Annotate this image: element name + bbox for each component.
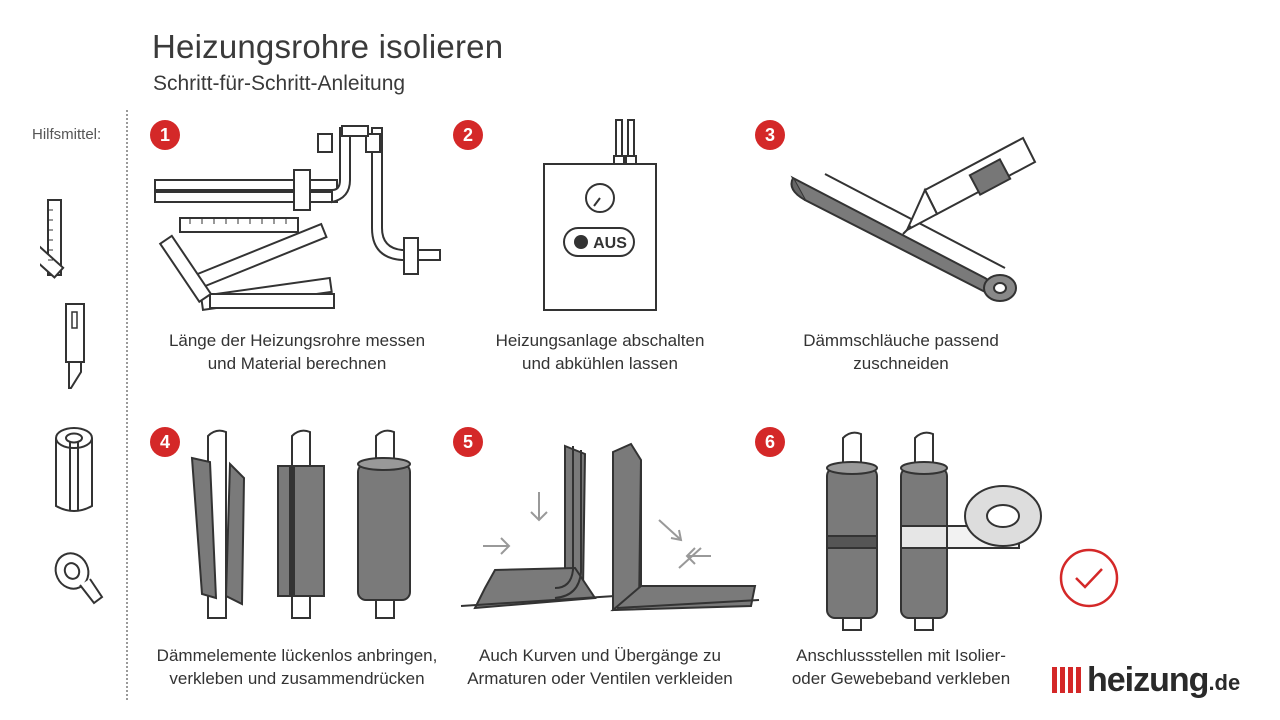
step-5-caption: Auch Kurven und Übergänge zu Armaturen o… (450, 644, 750, 690)
folding-ruler-icon (40, 199, 65, 279)
step-4-caption-line2: verkleben und zusammendrücken (169, 669, 425, 688)
step-1-caption: Länge der Heizungsrohre messen und Mater… (147, 329, 447, 375)
logo-name: heizung (1087, 660, 1209, 699)
step-2-caption-line1: Heizungsanlage abschalten (495, 331, 705, 350)
step-2-caption: Heizungsanlage abschalten und abkühlen l… (450, 329, 750, 375)
step-5-corner-illustration (460, 442, 760, 612)
step-4-caption: Dämmelemente lückenlos anbringen, verkle… (147, 644, 447, 690)
step-4-caption-line1: Dämmelemente lückenlos anbringen, (156, 646, 438, 665)
step-5-caption-line1: Auch Kurven und Übergänge zu (479, 646, 721, 665)
brand-logo: heizung .de (1052, 660, 1240, 700)
tape-roll-icon (54, 552, 104, 605)
step-3-caption-line1: Dämmschläuche passend (803, 331, 999, 350)
step-1-caption-line1: Länge der Heizungsrohre messen (168, 331, 426, 350)
step-2-caption-line2: und abkühlen lassen (522, 354, 678, 373)
step-1-illustration (154, 125, 441, 312)
logo-bars-icon (1052, 667, 1081, 693)
step-4-insulation-illustration (190, 429, 411, 619)
step-3-badge: 3 (755, 120, 785, 150)
step-6-badge: 6 (755, 427, 785, 457)
logo-tld: .de (1208, 670, 1241, 695)
cutter-knife-icon (65, 303, 85, 389)
step-3-caption: Dämmschläuche passend zuschneiden (751, 329, 1051, 375)
page-subtitle: Schritt-für-Schritt-Anleitung (153, 72, 406, 95)
insulation-tube-icon (55, 427, 93, 512)
boiler-off-label: AUS (593, 235, 627, 252)
page-title: Heizungsrohre isolieren (152, 28, 504, 65)
checkmark-icon (1059, 548, 1119, 608)
tools-label: Hilfsmittel: (32, 126, 102, 143)
step-4-badge: 4 (150, 427, 180, 457)
step-5-caption-line2: Armaturen oder Ventilen verkleiden (467, 669, 733, 688)
step-3-cutting-illustration (790, 136, 1037, 302)
step-6-tape-illustration (826, 431, 1042, 631)
step-2-badge: 2 (453, 120, 483, 150)
step-6-caption: Anschlussstellen mit Isolier- oder Geweb… (751, 644, 1051, 690)
step-2-boiler-illustration: AUS (543, 119, 657, 311)
step-6-caption-line1: Anschlussstellen mit Isolier- (796, 646, 1006, 665)
step-5-badge: 5 (453, 427, 483, 457)
step-6-caption-line2: oder Gewebeband verkleben (791, 669, 1011, 688)
step-1-caption-line2: und Material berechnen (207, 354, 387, 373)
step-3-caption-line2: zuschneiden (853, 354, 949, 373)
sidebar-divider (126, 110, 128, 700)
step-1-badge: 1 (150, 120, 180, 150)
